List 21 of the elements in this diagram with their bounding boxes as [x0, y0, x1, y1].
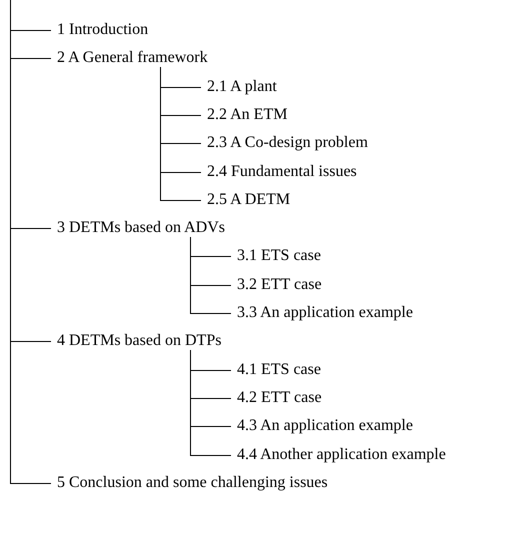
section-heading: 2.3 A Co-design problem — [201, 133, 368, 154]
section-heading: 2.4 Fundamental issues — [201, 162, 357, 182]
section-heading: 4.3 An application example — [231, 416, 413, 436]
tree-connector — [10, 0, 52, 484]
section-heading: 1 Introduction — [51, 20, 148, 40]
tree-connector — [190, 236, 232, 314]
section-heading: 2.1 A plant — [201, 76, 277, 97]
section-heading: 3.3 An application example — [231, 303, 413, 323]
section-heading: 4.2 ETT case — [231, 388, 322, 408]
section-heading: 2.5 A DETM — [201, 190, 290, 210]
section-heading: 4.4 Another application example — [231, 444, 446, 464]
tree-connector — [190, 350, 232, 456]
section-heading: 2 A General framework — [51, 48, 208, 68]
section-heading: 4 DETMs based on DTPs — [51, 331, 222, 352]
section-heading: 2.2 An ETM — [201, 104, 288, 125]
section-heading: 4.1 ETS case — [231, 360, 321, 380]
section-heading: 3 DETMs based on ADVs — [51, 218, 225, 238]
tree-connector — [160, 66, 202, 201]
section-heading: 3.1 ETS case — [231, 246, 321, 266]
section-heading: 5 Conclusion and some challenging issues — [51, 472, 328, 493]
section-heading: 3.2 ETT case — [231, 274, 322, 295]
